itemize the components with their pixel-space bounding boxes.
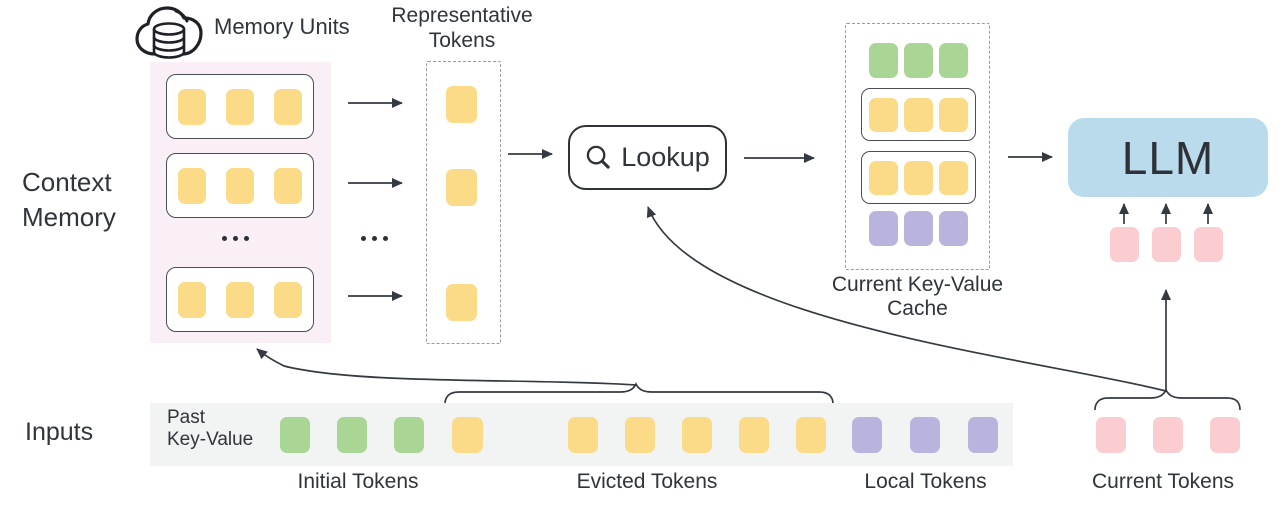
token-yellow: [904, 97, 933, 132]
inputs-label: Inputs: [25, 418, 94, 446]
cache-local-row: [869, 211, 968, 246]
evicted-token-head: [452, 417, 483, 453]
token-yellow: [796, 417, 826, 453]
evicted-tokens-label: Evicted Tokens: [576, 470, 718, 493]
cache-memory-unit: [861, 88, 976, 141]
token-pink: [1096, 417, 1126, 453]
local-tokens-group: [852, 417, 998, 453]
llm-label: LLM: [1121, 131, 1215, 184]
token-green: [869, 43, 898, 78]
token-yellow: [939, 97, 968, 132]
current-tokens-group: [1096, 417, 1240, 453]
token-yellow: [446, 86, 477, 123]
memory-unit: [166, 267, 314, 332]
evicted-tokens-group: [568, 417, 826, 453]
token-pink: [1210, 417, 1240, 453]
local-tokens-label: Local Tokens: [864, 470, 987, 493]
curve-evicted-to-memory: [256, 348, 637, 386]
llm-current-tokens: [1110, 227, 1223, 262]
token-yellow: [274, 167, 302, 204]
token-green: [939, 43, 968, 78]
representative-tokens-label: Representative Tokens: [391, 4, 533, 52]
token-purple: [852, 417, 882, 453]
initial-tokens-label: Initial Tokens: [297, 470, 419, 493]
token-green: [280, 417, 310, 453]
token-yellow: [226, 88, 254, 125]
token-yellow: [739, 417, 769, 453]
token-pink: [1110, 227, 1139, 262]
token-yellow: [682, 417, 712, 453]
representative-token-slot: [446, 169, 477, 206]
token-yellow: [869, 160, 898, 195]
representative-token-slot: [446, 86, 477, 123]
token-yellow: [446, 169, 477, 206]
token-yellow: [939, 160, 968, 195]
token-yellow: [226, 167, 254, 204]
context-memory-label: Context Memory: [22, 167, 116, 232]
token-yellow: [568, 417, 598, 453]
token-pink: [1194, 227, 1223, 262]
token-yellow: [446, 284, 477, 321]
cache-initial-row: [869, 43, 968, 78]
token-yellow: [274, 281, 302, 318]
ellipsis-dots: [222, 236, 249, 241]
memory-unit: [166, 153, 314, 218]
cache-memory-unit: [861, 151, 976, 204]
llm-box: LLM: [1068, 118, 1268, 197]
current-tokens-label: Current Tokens: [1091, 470, 1235, 493]
token-yellow: [178, 167, 206, 204]
token-yellow: [226, 281, 254, 318]
past-key-value-label: Past Key-Value: [167, 407, 254, 450]
representative-tokens-box: [426, 61, 501, 344]
token-purple: [968, 417, 998, 453]
token-purple: [869, 211, 898, 246]
lookup-button: Lookup: [568, 125, 727, 190]
token-yellow: [274, 88, 302, 125]
token-yellow: [178, 281, 206, 318]
search-icon: [586, 145, 610, 169]
token-yellow: [869, 97, 898, 132]
initial-tokens-group: [280, 417, 424, 453]
token-green: [904, 43, 933, 78]
ellipsis-dots: [361, 236, 388, 241]
token-green: [337, 417, 367, 453]
token-yellow: [452, 417, 483, 453]
token-purple: [910, 417, 940, 453]
token-pink: [1152, 227, 1181, 262]
token-yellow: [625, 417, 655, 453]
token-pink: [1153, 417, 1183, 453]
token-yellow: [904, 160, 933, 195]
lookup-label: Lookup: [621, 142, 710, 172]
current-kv-cache-box: [845, 23, 990, 270]
token-purple: [904, 211, 933, 246]
brace-evicted-tokens: [444, 382, 834, 405]
cloud-database-icon: [131, 2, 207, 62]
token-yellow: [178, 88, 206, 125]
token-purple: [939, 211, 968, 246]
memory-units-label: Memory Units: [214, 14, 350, 39]
memory-unit: [166, 74, 314, 139]
context-memory-panel: [150, 62, 331, 343]
representative-token-slot: [446, 284, 477, 321]
token-green: [394, 417, 424, 453]
current-kv-cache-label: Current Key-Value Cache: [831, 273, 1004, 320]
brace-current-tokens: [1094, 388, 1241, 411]
